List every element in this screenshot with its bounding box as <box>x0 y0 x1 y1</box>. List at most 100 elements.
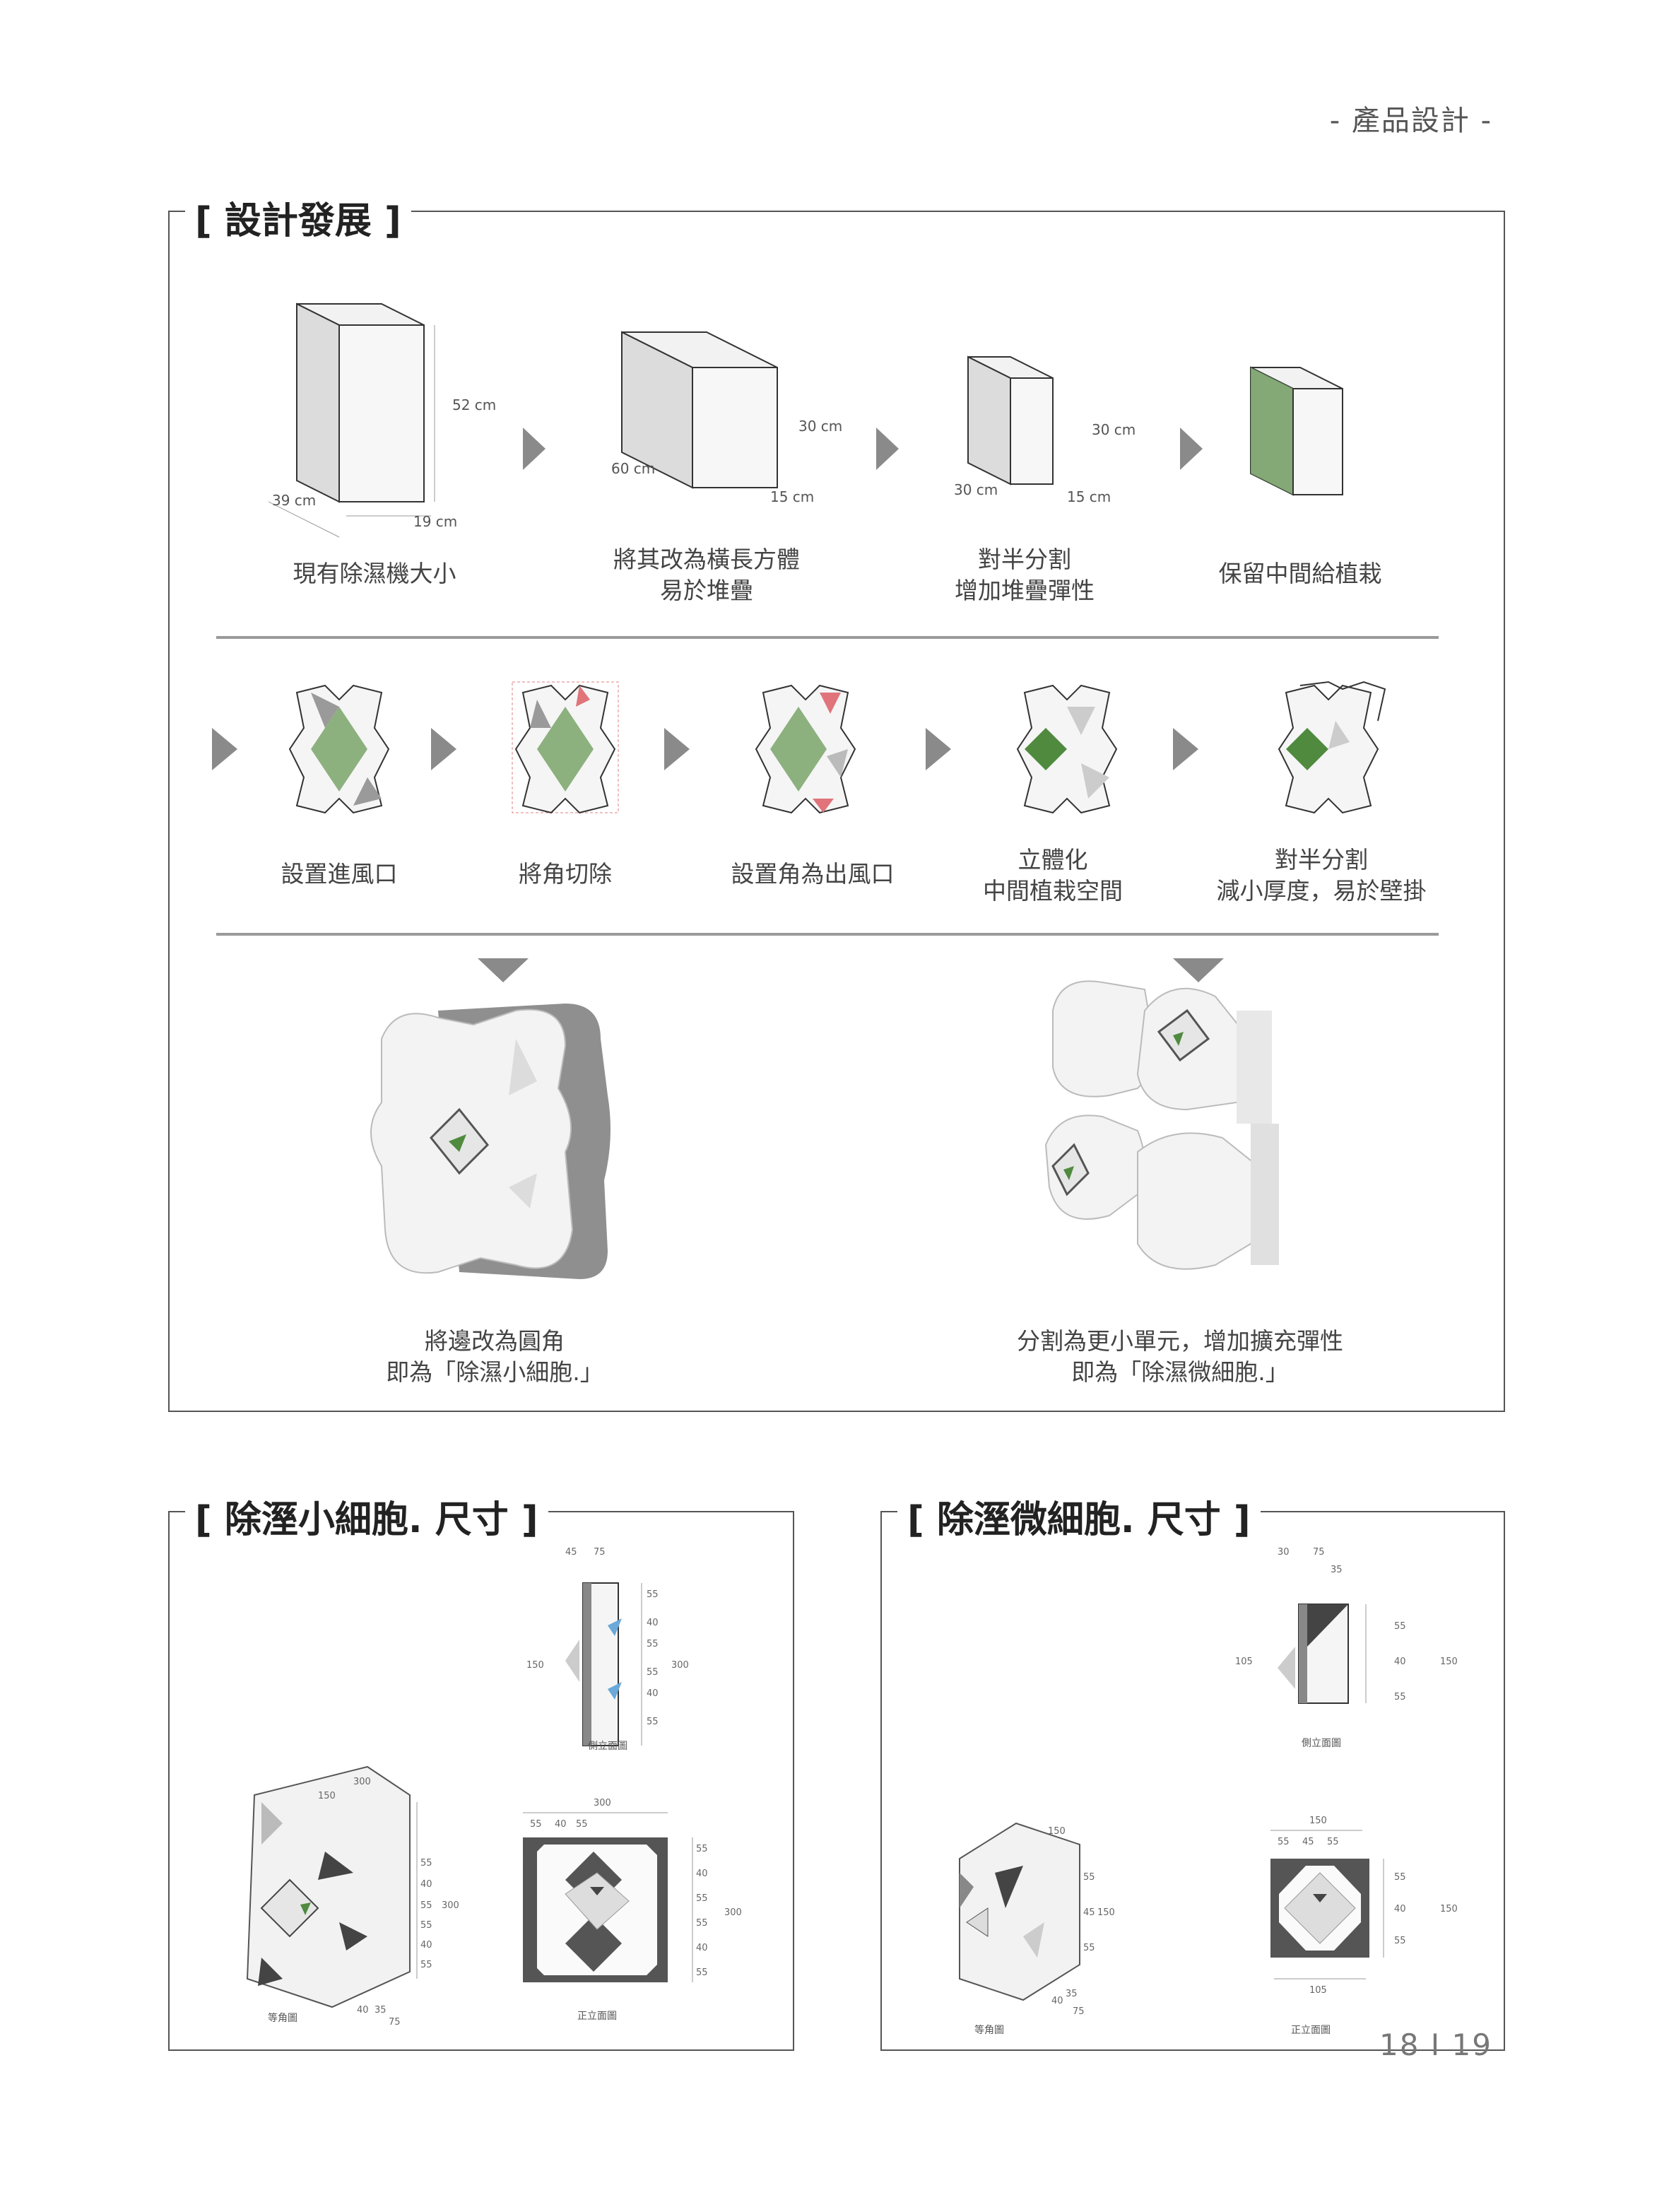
small-iso-view-label: 等角圖 <box>261 2011 304 2025</box>
caption-halve-thickness: 對半分割 減小厚度，易於壁掛 <box>1208 845 1434 907</box>
down-arrow-left <box>478 958 529 982</box>
dim-15cm-a: 15 cm <box>770 488 814 505</box>
svg-text:40: 40 <box>420 1879 432 1890</box>
svg-text:150: 150 <box>1440 1904 1458 1914</box>
small-cell-render <box>353 996 650 1293</box>
svg-text:55: 55 <box>1394 1936 1406 1946</box>
caption-rounded-edges: 將邊改為圓角 即為「除濕小細胞.」 <box>325 1326 664 1388</box>
row2-diagrams <box>205 664 1449 820</box>
svg-text:300: 300 <box>353 1777 371 1787</box>
micro-cell-drawings: 30 75 35 55 40 55 150 105 150 55 45 150 … <box>882 1541 1501 2047</box>
svg-text:75: 75 <box>1313 1547 1325 1558</box>
svg-text:75: 75 <box>594 1547 606 1558</box>
svg-text:300: 300 <box>724 1907 742 1918</box>
caption-outlet: 設置角為出風口 <box>700 859 926 890</box>
dim-30cm-a: 30 cm <box>798 418 842 435</box>
svg-text:55: 55 <box>647 1717 659 1727</box>
micro-iso-view-label: 等角圖 <box>968 2023 1010 2037</box>
svg-text:40: 40 <box>1394 1657 1406 1667</box>
svg-text:105: 105 <box>1235 1657 1253 1667</box>
svg-text:55: 55 <box>530 1819 542 1830</box>
svg-text:45: 45 <box>1302 1837 1314 1847</box>
svg-text:40: 40 <box>696 1943 708 1953</box>
dim-19cm: 19 cm <box>413 513 457 530</box>
caption-3d-planter: 立體化 中間植栽空間 <box>947 845 1159 907</box>
svg-text:150: 150 <box>526 1660 544 1671</box>
svg-text:40: 40 <box>696 1869 708 1879</box>
svg-text:35: 35 <box>375 2005 387 2016</box>
svg-text:55: 55 <box>647 1589 659 1600</box>
caption-smaller-units: 分割為更小單元，增加擴充彈性 即為「除濕微細胞.」 <box>1003 1326 1357 1388</box>
svg-text:55: 55 <box>696 1918 708 1929</box>
caption-current-size: 現有除濕機大小 <box>269 558 480 589</box>
micro-side-view-label: 側立面圖 <box>1293 1736 1350 1750</box>
svg-text:35: 35 <box>1066 1989 1078 1999</box>
svg-text:150: 150 <box>1440 1657 1458 1667</box>
svg-text:55: 55 <box>1394 1692 1406 1702</box>
divider-1 <box>216 636 1439 639</box>
svg-text:150: 150 <box>318 1791 336 1801</box>
caption-horizontal-box: 將其改為橫長方體 易於堆疊 <box>594 544 820 606</box>
dim-52cm: 52 cm <box>452 396 496 413</box>
svg-text:105: 105 <box>1309 1985 1327 1996</box>
design-development-title: [ 設計發展 ] <box>185 191 411 244</box>
svg-text:55: 55 <box>647 1639 659 1649</box>
section-category: - 產品設計 - <box>1330 98 1492 139</box>
svg-text:55: 55 <box>1394 1872 1406 1883</box>
dim-15cm-b: 15 cm <box>1067 488 1111 505</box>
svg-text:45: 45 <box>1083 1907 1095 1918</box>
caption-cut-corners: 將角切除 <box>459 859 671 890</box>
svg-text:55: 55 <box>1278 1837 1290 1847</box>
svg-text:300: 300 <box>594 1798 611 1808</box>
divider-2 <box>216 933 1439 936</box>
svg-text:55: 55 <box>1394 1621 1406 1632</box>
svg-text:75: 75 <box>389 2017 401 2028</box>
small-front-view-label: 正立面圖 <box>569 2008 625 2023</box>
dim-30cm-c: 30 cm <box>954 481 998 498</box>
svg-text:150: 150 <box>1097 1907 1115 1918</box>
dehumidifier-box-3 <box>968 357 1053 484</box>
svg-text:55: 55 <box>420 1960 432 1970</box>
svg-text:40: 40 <box>647 1618 659 1628</box>
svg-text:45: 45 <box>565 1547 577 1558</box>
micro-cell-render <box>1032 968 1328 1307</box>
svg-text:55: 55 <box>1083 1872 1095 1883</box>
svg-text:40: 40 <box>1394 1904 1406 1914</box>
svg-text:55: 55 <box>647 1667 659 1678</box>
svg-text:55: 55 <box>696 1893 708 1904</box>
svg-text:150: 150 <box>1309 1816 1327 1826</box>
svg-text:55: 55 <box>420 1858 432 1869</box>
micro-cell-title: [ 除溼微細胞. 尺寸 ] <box>897 1490 1261 1543</box>
page-numbers: 18 I 19 <box>1379 2028 1492 2062</box>
caption-keep-planter: 保留中間給植栽 <box>1187 558 1413 589</box>
svg-text:55: 55 <box>696 1967 708 1978</box>
svg-text:40: 40 <box>1051 1996 1063 2006</box>
svg-text:55: 55 <box>1083 1943 1095 1953</box>
svg-text:300: 300 <box>442 1900 459 1911</box>
svg-text:55: 55 <box>1327 1837 1339 1847</box>
svg-text:55: 55 <box>576 1819 588 1830</box>
micro-front-view-label: 正立面圖 <box>1282 2023 1339 2037</box>
svg-text:150: 150 <box>1048 1826 1066 1837</box>
small-side-view-label: 側立面圖 <box>586 1739 629 1753</box>
dim-30cm-b: 30 cm <box>1092 421 1136 438</box>
svg-text:40: 40 <box>555 1819 567 1830</box>
svg-text:35: 35 <box>1331 1565 1343 1575</box>
svg-text:40: 40 <box>420 1940 432 1951</box>
row1-diagrams: 52 cm 39 cm 19 cm 60 cm 30 cm 15 cm 30 c… <box>254 290 1456 544</box>
small-cell-drawings: 45 75 55 40 55 55 40 55 300 150 300 150 … <box>170 1541 790 2047</box>
svg-text:55: 55 <box>696 1844 708 1854</box>
dehumidifier-box-4 <box>1251 367 1343 495</box>
dim-60cm: 60 cm <box>611 460 655 477</box>
small-cell-title: [ 除溼小細胞. 尺寸 ] <box>185 1490 548 1543</box>
svg-text:30: 30 <box>1278 1547 1290 1558</box>
svg-text:75: 75 <box>1073 2006 1085 2017</box>
svg-text:55: 55 <box>420 1920 432 1931</box>
svg-text:40: 40 <box>647 1688 659 1699</box>
svg-text:40: 40 <box>357 2005 369 2016</box>
dim-39cm: 39 cm <box>272 492 316 509</box>
caption-intake: 設置進風口 <box>233 859 445 890</box>
svg-text:300: 300 <box>671 1660 689 1671</box>
svg-text:55: 55 <box>420 1900 432 1911</box>
caption-half-split: 對半分割 增加堆疊彈性 <box>919 544 1131 606</box>
